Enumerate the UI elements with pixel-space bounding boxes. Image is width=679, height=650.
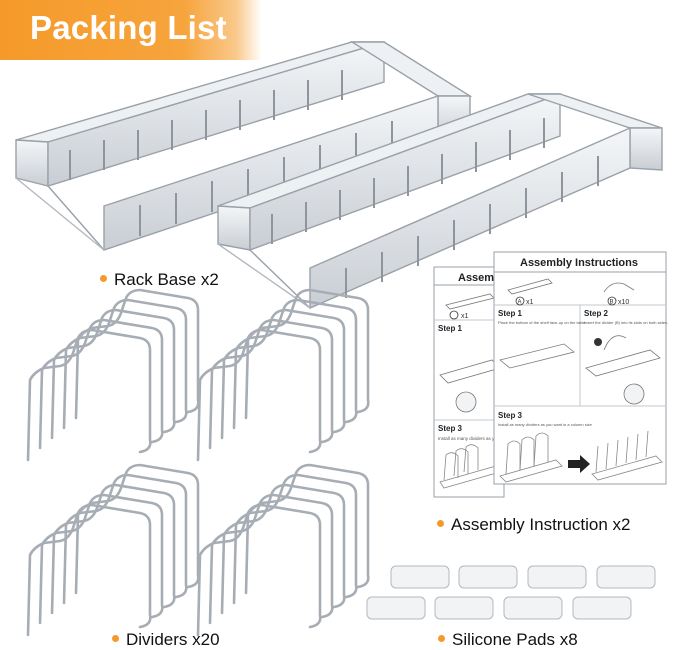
front-sheet-step2: Step 2 xyxy=(584,309,609,318)
divider-group-1 xyxy=(26,288,200,462)
bullet-dot xyxy=(112,635,119,643)
front-sheet-step2-text: Insert the divider (B) into its slots on… xyxy=(584,320,668,325)
front-sheet-label-b: B xyxy=(610,300,614,306)
page-title: Packing List xyxy=(30,9,227,46)
divider-group-4 xyxy=(196,463,370,637)
front-sheet-count-b: x10 xyxy=(618,299,629,306)
back-sheet-step3-text: Install as many dividers as yo xyxy=(438,436,497,441)
silicone-pad xyxy=(458,565,518,589)
bullet-dot xyxy=(438,635,445,643)
silicone-pad xyxy=(527,565,587,589)
packing-list-banner: Packing List xyxy=(0,0,262,60)
rack-base-1 xyxy=(15,41,473,251)
divider-group-2 xyxy=(196,288,370,462)
divider-group-3 xyxy=(26,463,200,637)
assembly-instruction-label: Assembly Instruction x2 xyxy=(437,515,631,535)
dividers-illustration xyxy=(26,288,370,637)
rack-base-2 xyxy=(217,92,663,310)
bullet-dot xyxy=(437,520,444,528)
dividers-text: Dividers x20 xyxy=(126,630,220,649)
silicone-pad xyxy=(390,565,450,589)
front-sheet-title: Assembly Instructions xyxy=(520,257,638,269)
rack-base-text: Rack Base x2 xyxy=(114,270,219,289)
front-sheet-step1-text: Place the bottom of the shelf face-up on… xyxy=(498,320,586,325)
silicone-pad xyxy=(503,596,563,620)
rack-base-label: Rack Base x2 xyxy=(100,270,219,290)
silicone-pads-illustration xyxy=(366,565,656,620)
back-sheet-title: Assem xyxy=(458,272,494,284)
instruction-sheet-back: Assem x1 Step 1 Step 3 Install as many d… xyxy=(433,266,505,498)
silicone-pads-label: Silicone Pads x8 xyxy=(438,630,578,650)
back-sheet-count-a: x1 xyxy=(461,313,469,320)
silicone-pad xyxy=(596,565,656,589)
front-sheet-step3: Step 3 xyxy=(498,411,523,420)
silicone-pad xyxy=(572,596,632,620)
back-sheet-step1: Step 1 xyxy=(438,324,463,333)
front-sheet-step3-text: Install as many dividers as you want in … xyxy=(498,422,593,427)
silicone-pad xyxy=(434,596,494,620)
silicone-pad xyxy=(366,596,426,620)
front-sheet-label-a: A xyxy=(518,300,522,306)
dividers-label: Dividers x20 xyxy=(112,630,220,650)
back-sheet-step3: Step 3 xyxy=(438,424,463,433)
assembly-instruction-text: Assembly Instruction x2 xyxy=(451,515,631,534)
front-sheet-step1: Step 1 xyxy=(498,309,523,318)
bullet-dot xyxy=(100,275,107,283)
silicone-pads-text: Silicone Pads x8 xyxy=(452,630,578,649)
instruction-sheet-front: Assembly Instructions A x1 B x10 Step 1 … xyxy=(493,251,668,485)
front-sheet-count-a: x1 xyxy=(526,299,534,306)
